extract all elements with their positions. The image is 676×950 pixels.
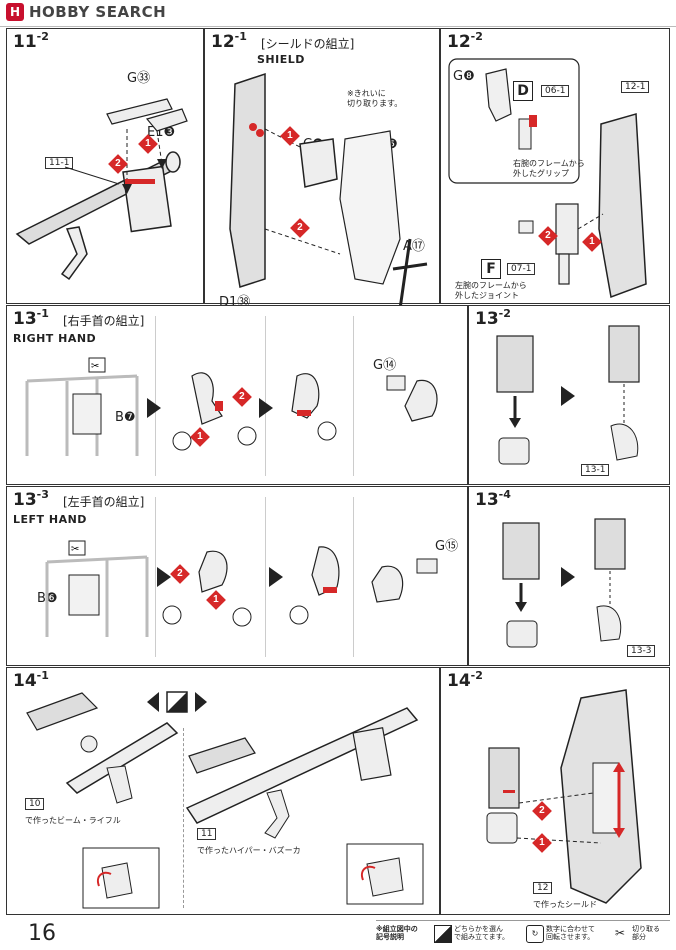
ref-rifle-text: で作ったビーム・ライフル [25,816,121,825]
note-joint: 左腕のフレームから 外したジョイント [455,281,527,300]
bazooka-illustration [15,98,188,281]
ref-box-12-1: 12-1 [621,81,650,93]
step-number: 12-2 [447,30,483,52]
next-arrow-icon [561,386,575,406]
wrist-attach-illustration [496,325,640,465]
section-title-jp: [右手首の組立] [63,314,145,328]
section-title-jp: [左手首の組立] [63,495,145,509]
next-arrow-icon [561,567,575,587]
header-bar: H HOBBY SEARCH [0,0,676,27]
divider [265,497,266,657]
svg-text:✂: ✂ [91,361,99,372]
step-13-2-panel: 13-2 13-1 [468,305,670,485]
ref-box-12: 12 [533,882,553,894]
section-title-en: LEFT HAND [13,513,87,526]
step-number: 14-1 [13,669,49,691]
part-label-e1-3: E1❸ [147,125,176,140]
divider [155,316,156,476]
ref-box-13-3: 13-3 [627,645,656,657]
choose-either-icon [147,690,207,714]
section-title-jp: [シールドの組立] [261,37,355,51]
ref-box-13-1: 13-1 [581,464,610,476]
next-arrow-icon [157,567,171,587]
right-hand-illustration: ✂ [25,357,438,456]
step-14-1-panel: 14-1 10 で作ったビーム・ライフル 11 で作ったハイパー・バズーカ [6,667,440,915]
next-arrow-icon [259,398,273,418]
step-number: 13-3 [13,488,49,510]
legend-cut: 切り取る 部分 [632,925,660,941]
weapon-grip-illustration [26,692,424,909]
symbol-legend: ※組立図中の 記号説明 どちらかを選ん で組み立てます。 ↻ 数字に合わせて 回… [376,920,670,949]
ref-box-07-1: 07-1 [507,263,536,275]
rotate-icon: ↻ [526,925,544,943]
ref-letter-f: F [481,259,501,279]
step-13-1-panel: 13-1 [右手首の組立] RIGHT HAND B❼ G⑭ ✂ 2 1 [6,305,468,485]
section-title-en: SHIELD [257,53,305,66]
ref-shield-text: で作ったシールド [533,900,597,909]
divider [155,497,156,657]
legend-title: ※組立図中の 記号説明 [376,925,418,941]
part-label-b7: B❼ [115,410,136,425]
divider [183,728,184,908]
note-grip: 右腕のフレームから 外したグリップ [513,159,585,178]
ref-box-10: 10 [25,798,45,810]
shield-mount-illustration [486,689,642,904]
step-number: 13-4 [475,488,511,510]
wrist-attach-illustration [502,518,626,648]
legend-choose: どちらかを選ん で組み立てます。 [454,925,509,941]
part-label-g14: G⑭ [373,358,397,373]
left-hand-illustration: ✂ [45,540,438,637]
cut-icon: ✂ [614,926,626,940]
step-number: 14-2 [447,669,483,691]
logo-badge-icon: H [6,3,24,21]
svg-text:✂: ✂ [71,544,79,555]
shield-grip-illustration [448,58,647,299]
section-title-en: RIGHT HAND [13,332,97,345]
ref-box-11-1: 11-1 [45,157,74,169]
step-14-2-panel: 14-2 12 で作ったシールド 2 1 [440,667,670,915]
page-number: 16 [28,921,56,946]
next-arrow-icon [269,567,283,587]
cut-note: ※きれいに 切り取ります。 [347,89,403,108]
divider [353,497,354,657]
divider [265,316,266,476]
ref-letter-d: D [513,81,533,101]
ref-bazooka-text: で作ったハイパー・バズーカ [197,846,301,855]
site-logo[interactable]: H HOBBY SEARCH [6,3,166,21]
choose-either-icon [434,925,452,943]
step-number: 11-2 [13,30,49,52]
step-13-4-panel: 13-4 13-3 [468,486,670,666]
step-number: 12-1 [211,30,247,52]
step-number: 13-2 [475,307,511,329]
legend-rotate: 数字に合わせて 回転させます。 [546,925,595,941]
shield-parts-illustration [229,72,428,310]
part-label-g8: G❽ [453,69,475,84]
step-12-1-panel: 12-1 [シールドの組立] SHIELD ※きれいに 切り取ります。 C❷ C… [204,28,440,310]
step-number: 13-1 [13,307,49,329]
divider [353,316,354,476]
next-arrow-icon [147,398,161,418]
logo-text: HOBBY SEARCH [29,3,167,21]
step-12-2-panel: 12-2 G❽ D 06-1 12-1 右腕のフレームから 外したグリップ F … [440,28,670,304]
part-label-g15: G⑮ [435,539,459,554]
ref-box-06-1: 06-1 [541,85,570,97]
part-label-g33: G㉝ [127,71,151,86]
step-13-3-panel: 13-3 [左手首の組立] LEFT HAND B❻ G⑮ ✂ 2 1 [6,486,468,666]
ref-box-11: 11 [197,828,217,840]
step-11-2-panel: 11-2 G㉝ E1❸ 11-1 2 1 [6,28,204,304]
